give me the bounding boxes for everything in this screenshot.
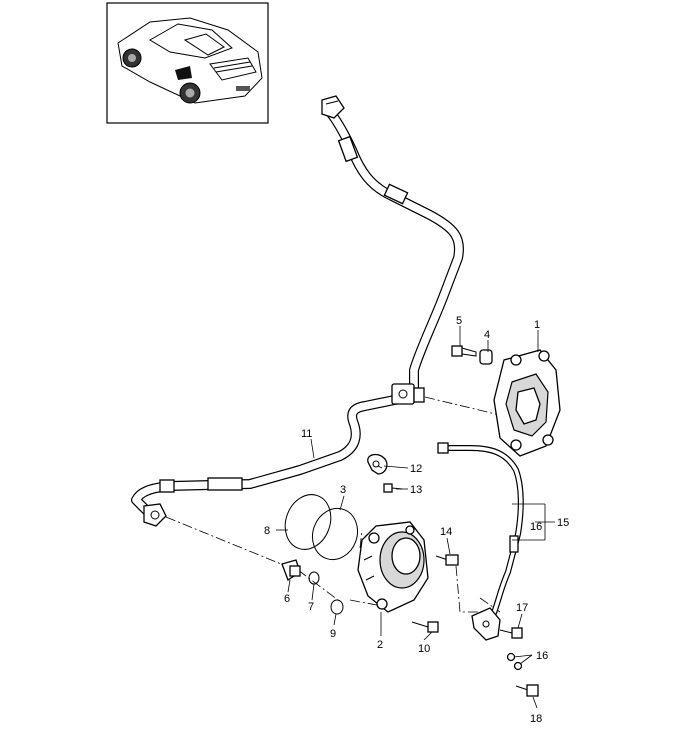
callout-3: 3 bbox=[340, 484, 346, 496]
part-15-hose-line bbox=[437, 442, 524, 641]
part-12-clip bbox=[367, 453, 388, 475]
callout-1: 1 bbox=[534, 319, 540, 331]
callout-18: 18 bbox=[530, 713, 542, 725]
callout-9: 9 bbox=[330, 628, 336, 640]
assembly-lines bbox=[165, 396, 513, 613]
part-10-bolt bbox=[411, 621, 439, 633]
callout-12: 12 bbox=[410, 463, 422, 475]
part-13-screw bbox=[383, 483, 403, 493]
o-ring-3 bbox=[311, 507, 359, 561]
vacuum-line-11 bbox=[131, 95, 464, 527]
leader-lines bbox=[276, 326, 555, 709]
part-2-vacuum-pump bbox=[357, 521, 429, 613]
part-17-bolt bbox=[499, 627, 523, 639]
callout-10: 10 bbox=[418, 643, 430, 655]
part-14-stud bbox=[435, 554, 459, 566]
callout-8: 8 bbox=[264, 525, 270, 537]
callout-14: 14 bbox=[440, 526, 452, 538]
part-9-seal bbox=[330, 599, 344, 615]
callout-2: 2 bbox=[377, 639, 383, 651]
part-18-bolt bbox=[515, 684, 539, 697]
callout-7: 7 bbox=[308, 601, 314, 613]
o-ring-8 bbox=[284, 494, 332, 550]
part-5-bolt bbox=[451, 345, 477, 357]
callout-6: 6 bbox=[284, 593, 290, 605]
callout-4: 4 bbox=[484, 329, 490, 341]
callout-13: 13 bbox=[410, 484, 422, 496]
callouts: 1 2 3 4 5 6 7 8 9 10 11 12 13 14 15 16 1… bbox=[264, 315, 569, 725]
callout-11: 11 bbox=[301, 428, 312, 440]
part-6-fitting bbox=[281, 559, 301, 581]
part-16-nuts bbox=[506, 652, 523, 671]
callout-15: 15 bbox=[557, 517, 569, 529]
vehicle-thumbnail bbox=[106, 2, 269, 124]
part-1-flange bbox=[493, 349, 561, 457]
callout-5: 5 bbox=[456, 315, 462, 327]
part-4-bushing bbox=[479, 349, 493, 365]
callout-17: 17 bbox=[516, 602, 528, 614]
callout-16-nuts: 16 bbox=[536, 650, 548, 662]
callout-16-bracket: 16 bbox=[530, 521, 542, 533]
